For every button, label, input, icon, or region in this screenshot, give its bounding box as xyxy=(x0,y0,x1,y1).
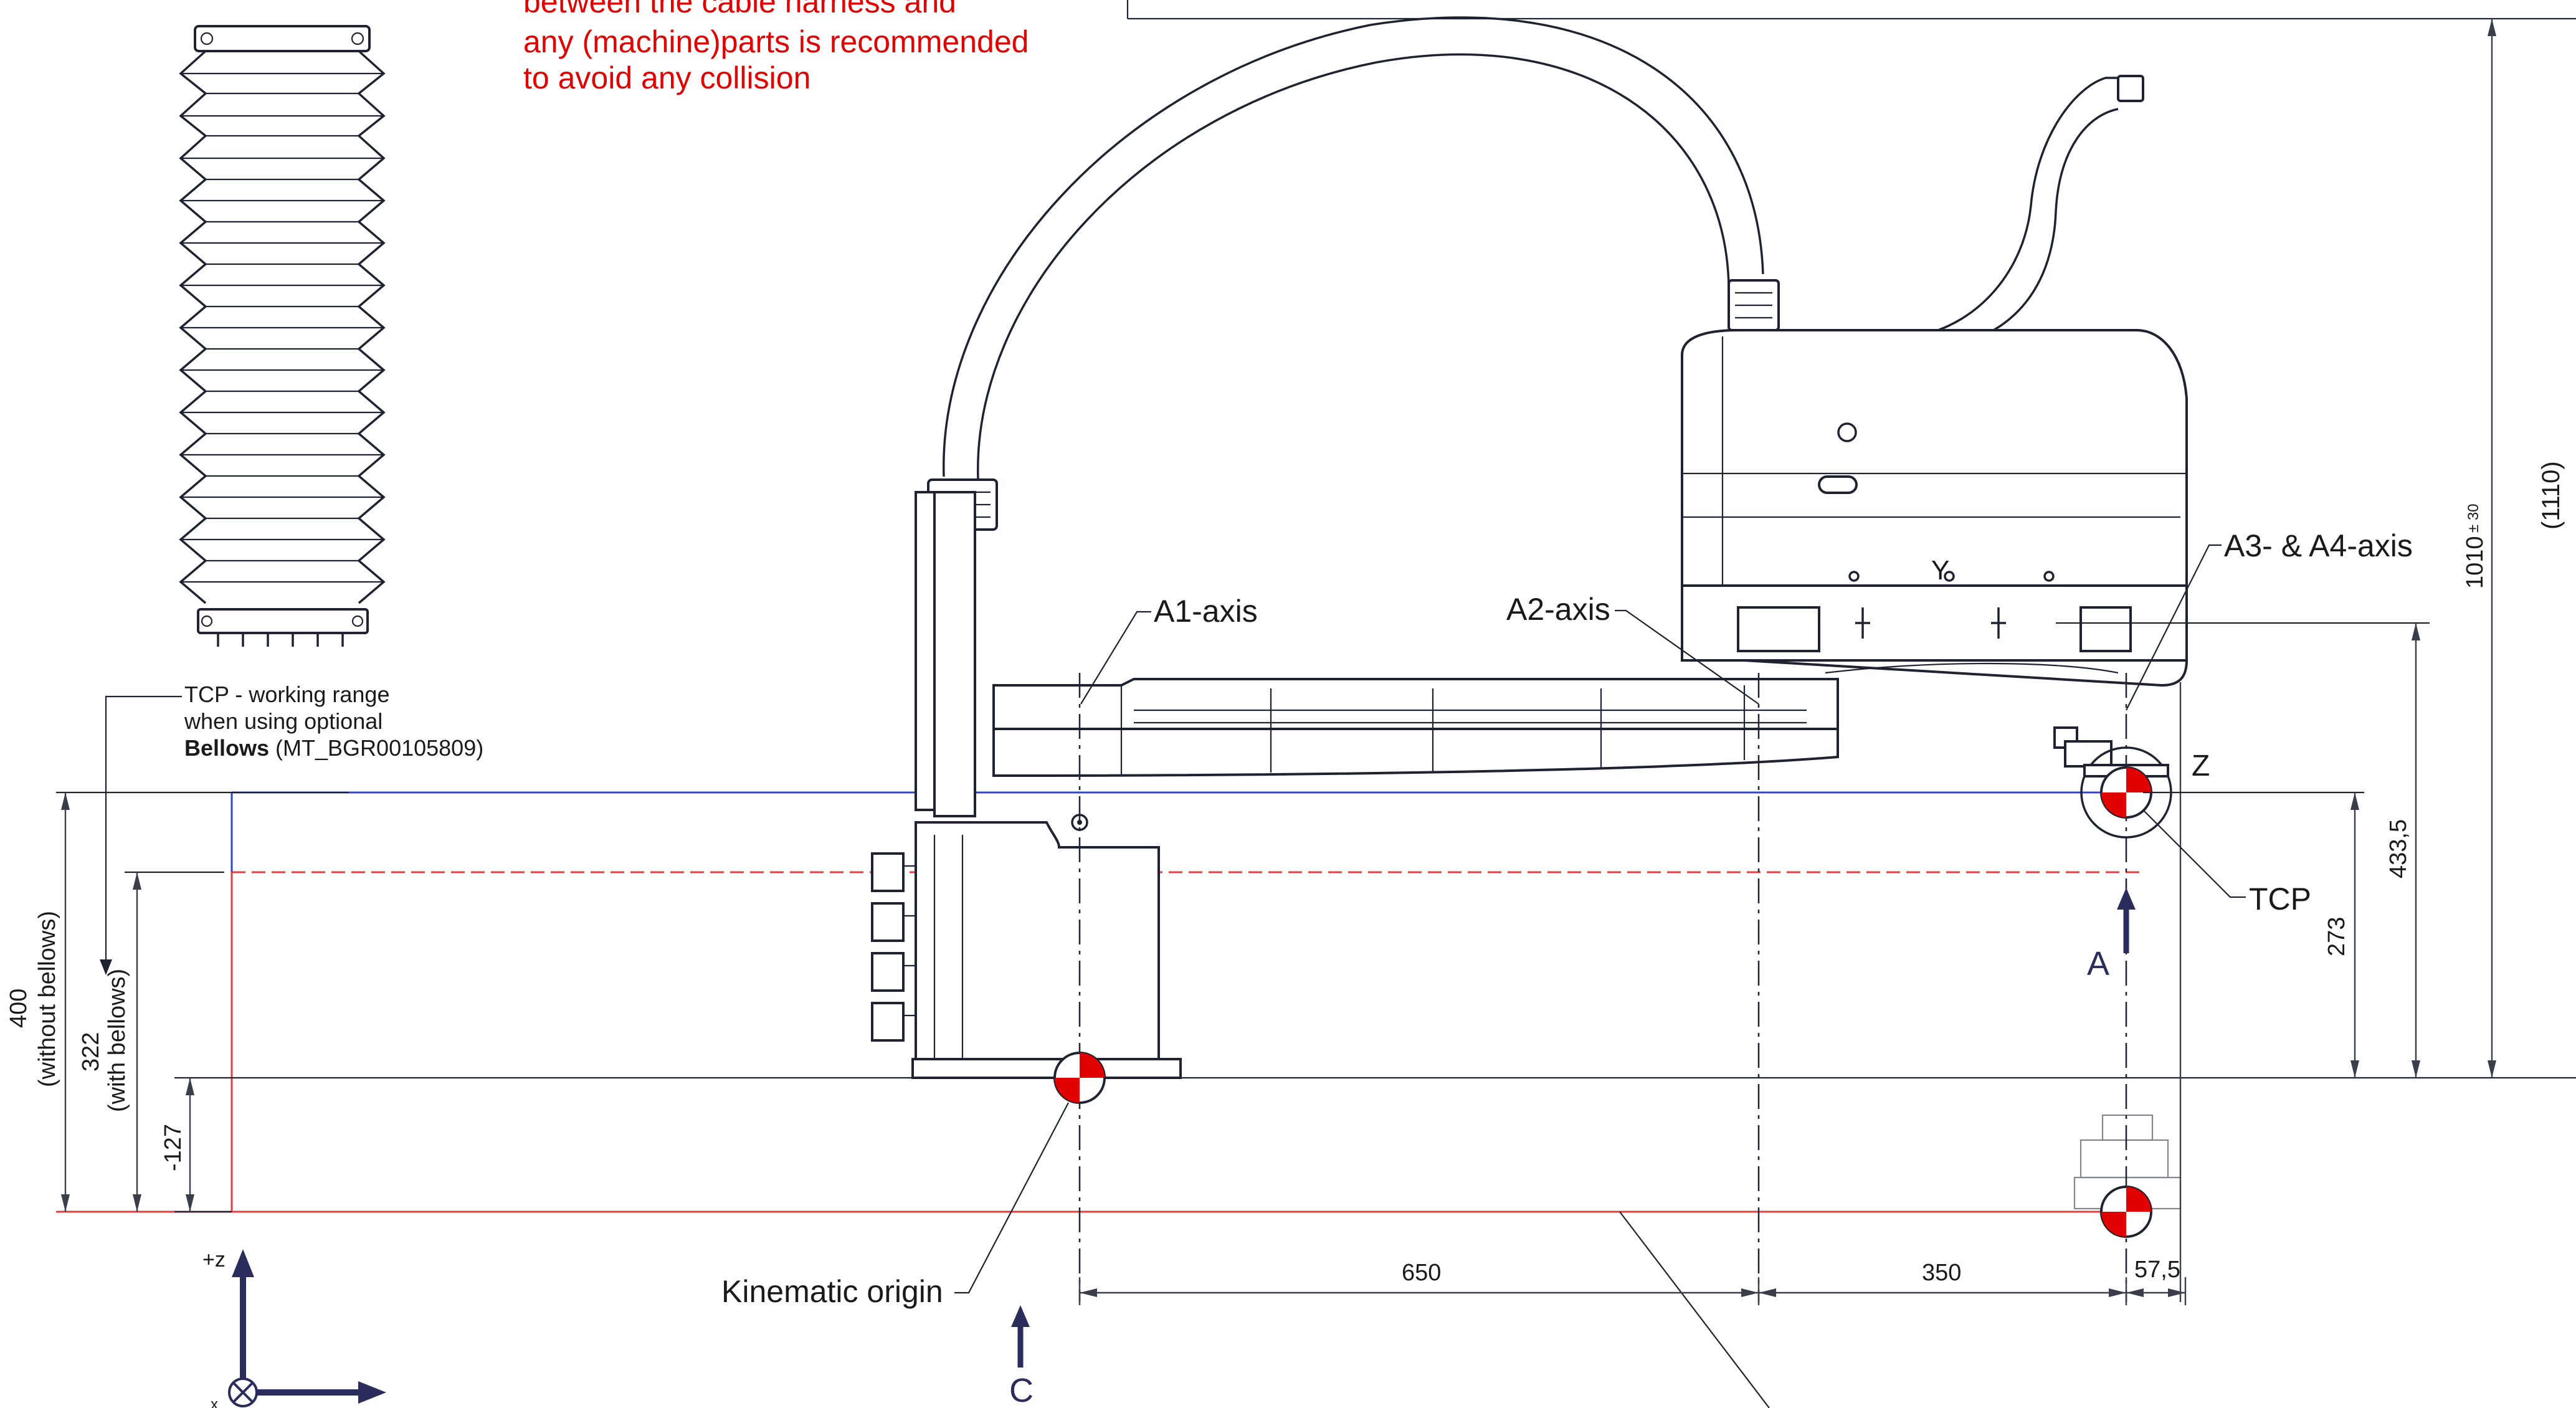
view-arrow-c: C xyxy=(1009,1305,1034,1408)
dim-650: 650 xyxy=(1402,1260,1441,1286)
vertical-dimensions-left: 400 (without bellows) 322 (with bellows)… xyxy=(6,792,194,1212)
coordinate-system: +z x xyxy=(202,1248,386,1408)
plus-z-label: +z xyxy=(202,1248,226,1272)
tcp-note-part-number: (MT_BGR00105809) xyxy=(269,735,483,761)
dim-433-5: 433,5 xyxy=(2385,819,2412,878)
dim-57-5: 57,5 xyxy=(2134,1257,2180,1283)
reference-lines xyxy=(56,791,2576,1408)
svg-text:Bellows (MT_BGR00105809): Bellows (MT_BGR00105809) xyxy=(184,735,483,761)
z-marker: Z xyxy=(2192,749,2210,782)
arm-1 xyxy=(992,678,1839,831)
note-line-2: any (machine)parts is recommended xyxy=(523,24,1029,59)
robot-base xyxy=(871,491,1182,1079)
tcp-note-line-2: when using optional xyxy=(184,708,383,734)
tcp-lower-marker xyxy=(2100,1186,2152,1238)
note-line-3: to avoid any collision xyxy=(523,60,810,95)
dim-273: 273 xyxy=(2324,917,2350,956)
tcp-range-note: TCP - working range when using optional … xyxy=(100,682,483,975)
a3-a4-axis-label: A3- & A4-axis xyxy=(2224,528,2413,563)
bellows-drawing xyxy=(179,25,386,647)
dim-322-note: (with bellows) xyxy=(104,969,130,1112)
dim-1110: (1110) xyxy=(2537,461,2565,530)
arm-2 xyxy=(1681,329,2188,687)
note-line-1: between the cable harness and xyxy=(523,0,956,19)
a1-axis-label: A1-axis xyxy=(1154,594,1258,629)
tcp-note-line-1: TCP - working range xyxy=(184,682,389,707)
a2-axis-label: A2-axis xyxy=(1506,592,1610,627)
horizontal-dimensions: 650 350 57,5 xyxy=(1078,1257,2187,1305)
tcp-note-bellows: Bellows xyxy=(184,735,269,761)
dim-350: 350 xyxy=(1922,1260,1961,1286)
dim-minus-127: -127 xyxy=(160,1124,186,1171)
view-c-label: C xyxy=(1009,1372,1034,1408)
dim-1010-tolerance: ± 30 xyxy=(2465,503,2482,533)
view-arrow-a: A xyxy=(2087,888,2136,982)
vertical-dimensions-right: 433,5 273 1010 ± 30 (1110) xyxy=(1126,0,2576,1078)
axis-labels: A1-axis A2-axis A3- & A4-axis TCP Kinema… xyxy=(721,528,2413,1309)
dim-1010: 1010 xyxy=(2462,536,2488,589)
tcp-label: TCP xyxy=(2249,882,2311,916)
y-marker: Y xyxy=(1931,555,1949,586)
kinematic-origin-marker xyxy=(1053,1052,1106,1104)
cable-harness xyxy=(927,16,2144,531)
dim-400: 400 xyxy=(6,989,32,1028)
x-label: x xyxy=(211,1396,218,1408)
dim-400-note: (without bellows) xyxy=(34,911,60,1087)
dim-322: 322 xyxy=(78,1032,104,1072)
collision-note: between the cable harness and any (machi… xyxy=(523,0,1029,95)
tcp-marker xyxy=(2100,766,2152,819)
kinematic-origin-label: Kinematic origin xyxy=(721,1274,943,1309)
view-a-label: A xyxy=(2087,945,2109,982)
